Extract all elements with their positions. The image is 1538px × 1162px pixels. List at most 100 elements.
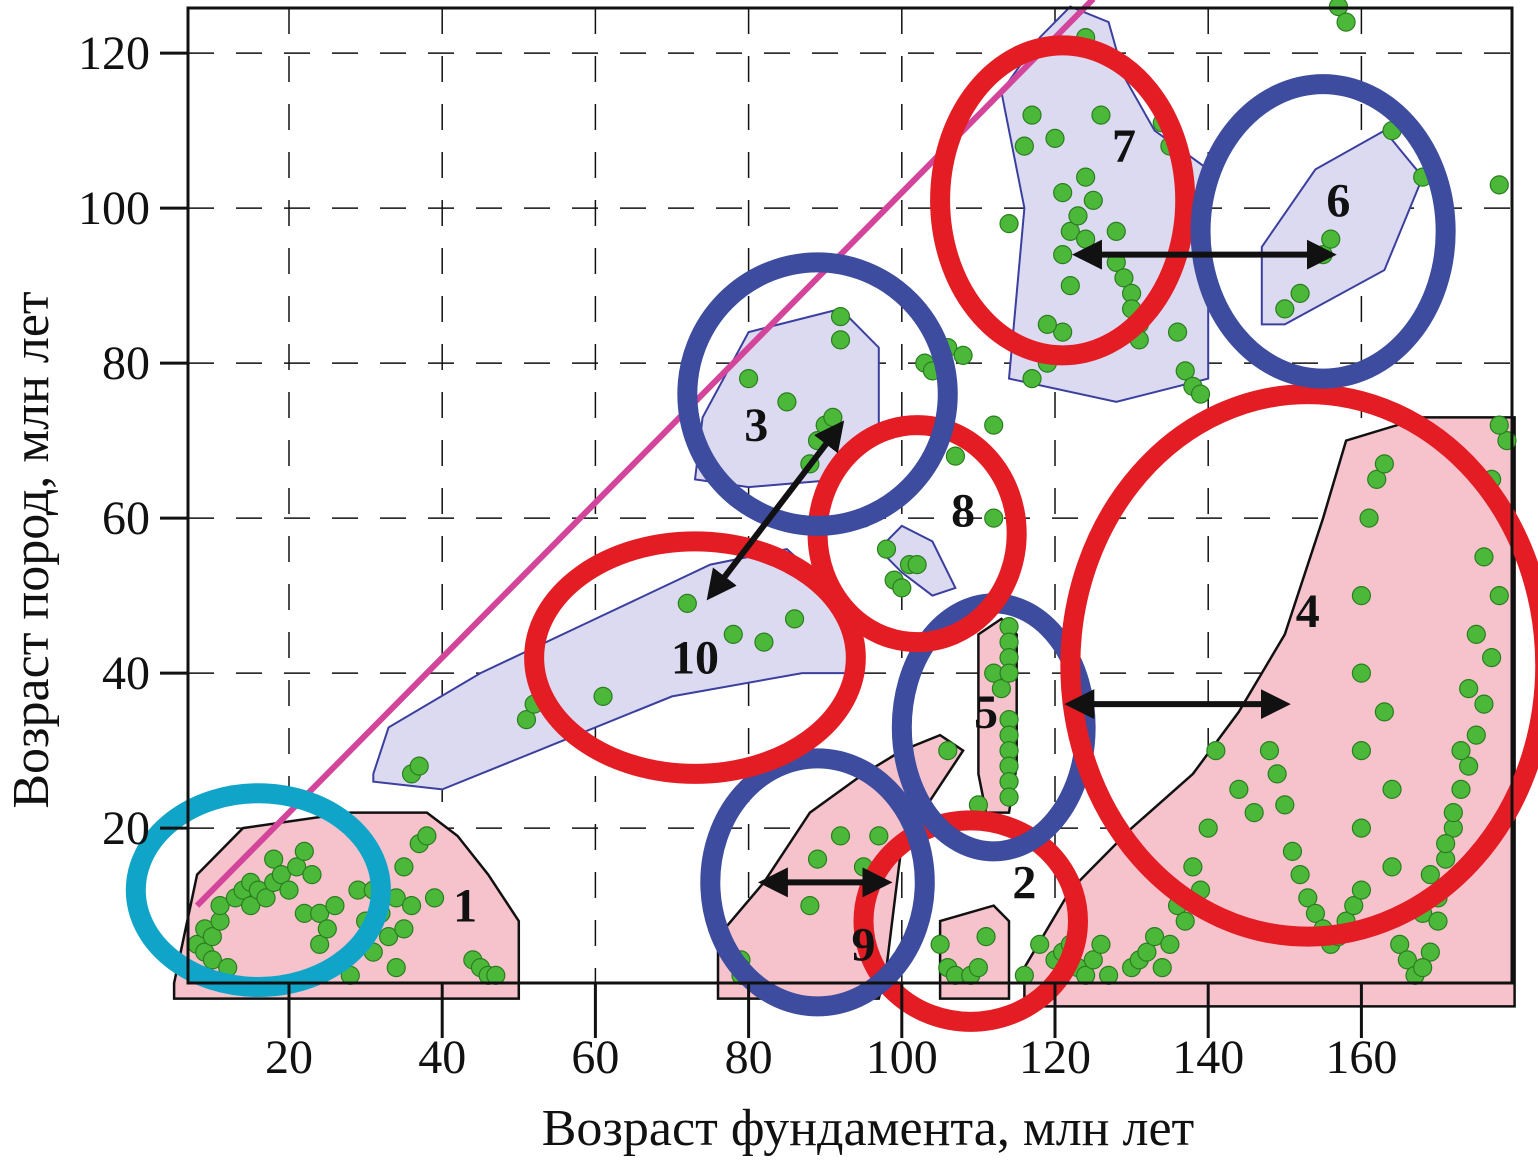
- data-point: [1022, 369, 1042, 389]
- data-point: [1060, 221, 1080, 241]
- data-point: [1474, 694, 1494, 714]
- data-point: [984, 508, 1004, 528]
- y-tick-label: 40: [102, 647, 150, 700]
- data-point: [1351, 880, 1372, 900]
- double-arrow: [706, 420, 845, 601]
- data-point: [945, 446, 966, 466]
- data-point: [754, 632, 774, 652]
- highlight-circle-blue: [700, 748, 935, 1017]
- data-point: [1267, 764, 1287, 784]
- data-point: [1091, 105, 1111, 125]
- data-point: [1459, 756, 1479, 776]
- data-point: [1359, 508, 1379, 528]
- data-point: [394, 919, 414, 939]
- data-point: [1397, 950, 1417, 970]
- data-point: [279, 880, 299, 900]
- data-point: [1022, 105, 1042, 125]
- y-tick-label: 100: [78, 182, 150, 235]
- data-point: [378, 927, 399, 947]
- data-point: [1137, 942, 1157, 962]
- data-point: [976, 927, 996, 947]
- data-point: [991, 679, 1011, 699]
- data-point: [1290, 865, 1310, 885]
- data-point: [394, 857, 414, 877]
- data-point: [1351, 741, 1372, 761]
- data-point: [1229, 779, 1249, 799]
- data-point: [1336, 12, 1356, 32]
- data-point: [1275, 795, 1295, 815]
- data-point: [1466, 624, 1486, 644]
- data-point: [1053, 322, 1073, 342]
- x-tick-label: 140: [1172, 1031, 1244, 1084]
- data-point: [1106, 221, 1126, 241]
- data-point: [1183, 857, 1203, 877]
- data-point: [984, 415, 1004, 435]
- data-point: [302, 865, 322, 885]
- data-point: [1374, 454, 1394, 474]
- data-point: [1091, 934, 1111, 954]
- data-point: [869, 826, 889, 846]
- data-point: [409, 756, 429, 776]
- data-point: [424, 888, 445, 908]
- data-point: [1144, 927, 1165, 947]
- data-point: [1206, 741, 1226, 761]
- data-point: [287, 857, 307, 877]
- data-point: [953, 345, 973, 365]
- data-point: [823, 407, 843, 427]
- data-point: [777, 392, 797, 412]
- data-point: [1451, 779, 1471, 799]
- data-point: [593, 686, 613, 706]
- data-point: [1152, 958, 1172, 978]
- data-point: [1275, 299, 1295, 319]
- y-axis-title: Возраст пород, млн лет: [3, 291, 60, 808]
- data-points: [187, 0, 1517, 985]
- data-point: [386, 958, 406, 978]
- data-point: [202, 927, 222, 947]
- data-point: [930, 934, 950, 954]
- plot-border: [186, 6, 1514, 985]
- highlight-circle-blue: [1190, 74, 1456, 389]
- data-point: [1489, 586, 1509, 606]
- data-point: [1167, 322, 1188, 342]
- data-point: [1420, 865, 1440, 885]
- data-point: [1045, 128, 1065, 148]
- data-point: [294, 841, 314, 861]
- y-tick-label: 80: [102, 337, 150, 390]
- plot-frame: [186, 6, 1514, 985]
- data-point: [1298, 888, 1318, 908]
- data-point: [807, 849, 828, 869]
- data-point: [1175, 361, 1195, 381]
- data-point: [1160, 934, 1180, 954]
- data-point: [999, 787, 1019, 807]
- data-point: [1290, 283, 1310, 303]
- data-point: [1175, 911, 1195, 931]
- data-point: [1053, 183, 1073, 203]
- region-label-6: 6: [1326, 174, 1350, 227]
- data-point: [830, 330, 851, 350]
- x-tick-label: 20: [265, 1031, 313, 1084]
- data-point: [1014, 136, 1034, 156]
- data-point: [1259, 741, 1280, 761]
- data-point: [907, 555, 927, 575]
- data-point: [1367, 469, 1387, 489]
- data-point: [1390, 934, 1410, 954]
- data-point: [1443, 803, 1463, 823]
- data-point: [1382, 857, 1402, 877]
- highlight-circle-red: [1060, 384, 1538, 947]
- x-tick-label: 80: [725, 1031, 773, 1084]
- data-point: [1351, 586, 1372, 606]
- data-point: [1451, 741, 1471, 761]
- data-point: [1282, 841, 1303, 861]
- data-point: [1382, 779, 1402, 799]
- data-point: [1374, 702, 1394, 722]
- data-point: [1053, 245, 1073, 265]
- region-label-1: 1: [453, 880, 477, 933]
- data-point: [1420, 942, 1440, 962]
- data-point: [1459, 679, 1479, 699]
- data-point: [1083, 190, 1103, 210]
- data-point: [830, 307, 851, 327]
- highlight-circle-red: [853, 810, 1088, 1032]
- region-label-2: 2: [1012, 856, 1036, 909]
- region-1: [172, 811, 521, 1000]
